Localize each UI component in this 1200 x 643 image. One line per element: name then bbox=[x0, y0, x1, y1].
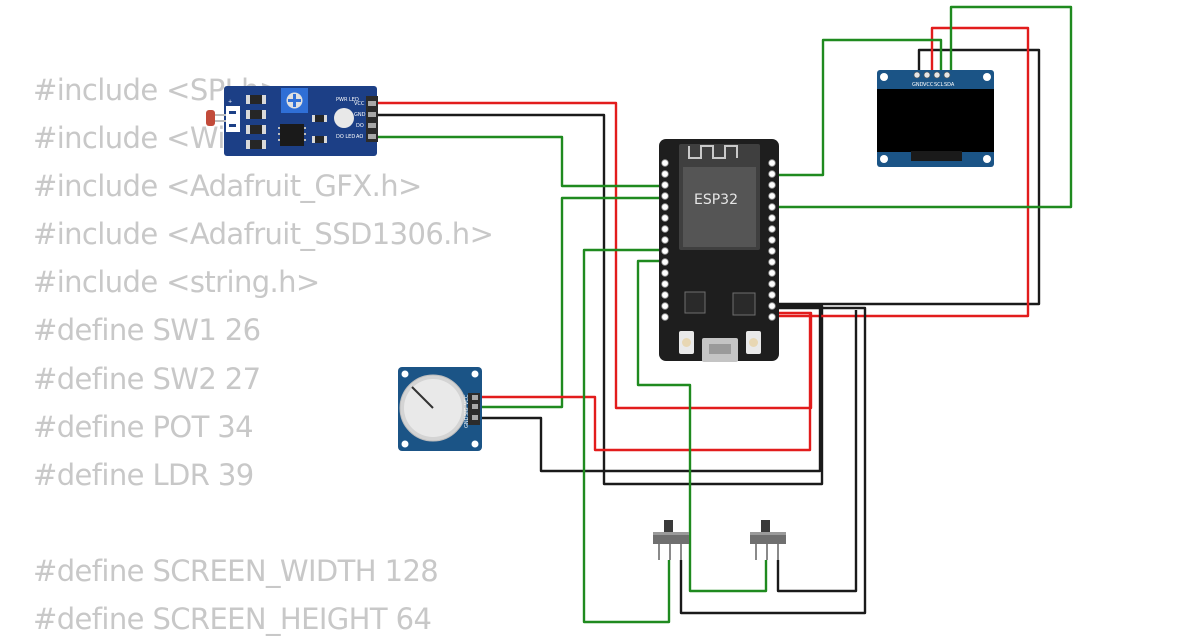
power-led-icon bbox=[334, 108, 354, 128]
switch-1-toggle[interactable] bbox=[664, 520, 673, 534]
wires bbox=[376, 5, 1073, 624]
esp32-pin[interactable] bbox=[768, 291, 776, 299]
esp32-pin[interactable] bbox=[768, 181, 776, 189]
esp32-pin[interactable] bbox=[768, 170, 776, 178]
knob-indicator bbox=[411, 386, 434, 409]
wire-oled-scl[interactable] bbox=[776, 38, 943, 177]
esp32-pin[interactable] bbox=[768, 269, 776, 277]
esp32-pin[interactable] bbox=[661, 269, 669, 277]
wire-pot-sig[interactable] bbox=[481, 196, 664, 409]
oled-pin-sda-label: SDA bbox=[944, 82, 955, 88]
code-line: #include <Adafruit_SSD1306.h> bbox=[33, 217, 494, 252]
wire-oled-vcc[interactable] bbox=[776, 26, 1030, 318]
svg-text:+: + bbox=[228, 99, 232, 105]
esp32-pin[interactable] bbox=[768, 236, 776, 244]
esp32-pins-right[interactable] bbox=[768, 159, 776, 321]
pot-pin-sig-label: SIG bbox=[464, 407, 470, 416]
oled-pin-gnd-label: GND bbox=[912, 82, 924, 88]
wire-sw1-signal[interactable] bbox=[582, 248, 671, 624]
wire-sw1-gnd[interactable] bbox=[679, 306, 867, 615]
esp32-pin[interactable] bbox=[661, 313, 669, 321]
esp32-pin[interactable] bbox=[768, 258, 776, 266]
ldr-pin-vcc-label: VCC bbox=[354, 101, 365, 107]
esp32-pin[interactable] bbox=[768, 247, 776, 255]
code-line: #define POT 34 bbox=[33, 409, 254, 444]
esp32-pin[interactable] bbox=[768, 302, 776, 310]
circuit-diagram: + PWR LED DO LED VCC GND DO AO bbox=[206, 5, 1073, 624]
oled-screen bbox=[877, 89, 994, 152]
code-line: #define LDR 39 bbox=[33, 457, 254, 492]
ldr-pin-ao-label: AO bbox=[356, 134, 363, 140]
wire-ldr-vcc[interactable] bbox=[376, 101, 813, 410]
esp32-label: ESP32 bbox=[694, 192, 738, 208]
code-line: #include <Adafruit_GFX.h> bbox=[33, 169, 422, 204]
esp32-pins-left[interactable] bbox=[661, 159, 669, 321]
esp32-pin[interactable] bbox=[768, 214, 776, 222]
wire-oled-gnd[interactable] bbox=[776, 48, 1041, 306]
wire-pot-gnd[interactable] bbox=[481, 308, 822, 473]
code-line: #define SCREEN_WIDTH 128 bbox=[33, 553, 439, 588]
esp32-pin[interactable] bbox=[661, 170, 669, 178]
esp32-pin[interactable] bbox=[661, 236, 669, 244]
slide-switch-2[interactable] bbox=[750, 520, 786, 560]
ldr-pin-do-label: DO bbox=[356, 123, 364, 129]
oled-pin-vcc-label: VCC bbox=[923, 82, 934, 88]
ldr-pin-gnd-label: GND bbox=[354, 112, 366, 118]
esp32-pin[interactable] bbox=[661, 291, 669, 299]
oled-pin-scl-label: SCL bbox=[934, 82, 944, 88]
esp32-dev-board[interactable]: ESP32 bbox=[659, 139, 779, 362]
esp32-pin[interactable] bbox=[768, 280, 776, 288]
esp32-pin[interactable] bbox=[768, 225, 776, 233]
pot-pin-vcc-label: VCC bbox=[464, 394, 470, 405]
esp32-pin[interactable] bbox=[661, 258, 669, 266]
esp32-pin[interactable] bbox=[768, 313, 776, 321]
oled-display[interactable]: GND VCC SCL SDA bbox=[877, 70, 994, 167]
esp32-pin[interactable] bbox=[661, 192, 669, 200]
esp32-pin[interactable] bbox=[661, 159, 669, 167]
wire-ldr-ao[interactable] bbox=[376, 135, 664, 188]
esp32-pin[interactable] bbox=[768, 159, 776, 167]
wire-ldr-gnd[interactable] bbox=[376, 113, 824, 486]
code-line: #include <string.h> bbox=[33, 265, 320, 300]
photoresistor bbox=[206, 110, 215, 126]
ldr-led-label-do: DO LED bbox=[336, 134, 355, 140]
esp32-pin[interactable] bbox=[661, 214, 669, 222]
ldr-sensor-module[interactable]: + PWR LED DO LED VCC GND DO AO bbox=[206, 86, 378, 156]
code-line: #define SW1 26 bbox=[33, 313, 261, 348]
potentiometer-module[interactable]: GND SIG VCC bbox=[398, 367, 482, 451]
ldr-led-label-pwr: PWR LED bbox=[336, 97, 359, 103]
wire-sw2-signal[interactable] bbox=[636, 259, 768, 593]
esp32-pin[interactable] bbox=[768, 192, 776, 200]
esp32-pin[interactable] bbox=[661, 280, 669, 288]
code-line: #define SW2 27 bbox=[33, 361, 261, 396]
esp32-pin[interactable] bbox=[661, 203, 669, 211]
slide-switch-1[interactable] bbox=[653, 520, 689, 560]
esp32-pin[interactable] bbox=[768, 203, 776, 211]
esp32-pin[interactable] bbox=[661, 225, 669, 233]
switch-2-toggle[interactable] bbox=[761, 520, 770, 534]
wire-sw2-gnd[interactable] bbox=[776, 310, 858, 593]
esp32-pin[interactable] bbox=[661, 181, 669, 189]
esp32-pin[interactable] bbox=[661, 247, 669, 255]
wire-oled-sda[interactable] bbox=[776, 5, 1073, 209]
esp32-pin[interactable] bbox=[661, 302, 669, 310]
wire-pot-vcc[interactable] bbox=[481, 314, 812, 452]
pot-pin-gnd-label: GND bbox=[464, 416, 470, 428]
